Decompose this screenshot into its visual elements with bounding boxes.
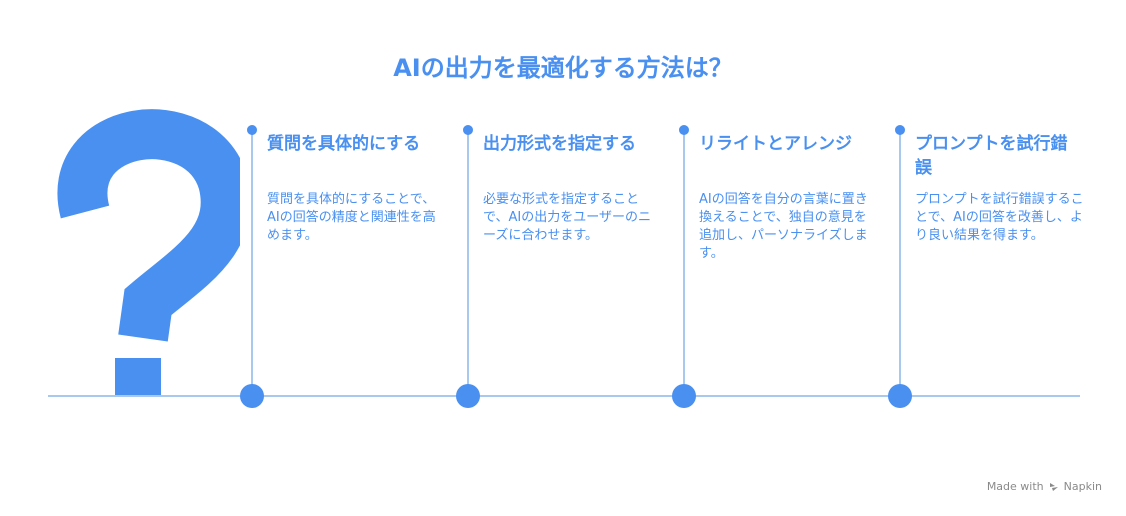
step-marker-bottom — [888, 384, 912, 408]
step-connector — [899, 132, 901, 395]
timeline-baseline — [48, 395, 1080, 397]
step-title: 出力形式を指定する — [483, 134, 636, 154]
step-marker-bottom — [672, 384, 696, 408]
step-description: AIの回答を自分の言葉に置き換えることで、独自の意見を追加し、パーソナライズしま… — [699, 192, 868, 261]
step-description: プロンプトを試行錯誤することで、AIの回答を改善し、より良い結果を得ます。 — [915, 192, 1084, 243]
step-marker-top — [679, 125, 689, 135]
napkin-watermark[interactable]: Made with Napkin — [987, 480, 1102, 493]
step-connector — [467, 132, 469, 395]
question-mark-icon — [57, 109, 240, 396]
step-marker-top — [463, 125, 473, 135]
watermark-made-with: Made with — [986, 480, 1044, 493]
page-title: AIの出力を最適化する方法は？ — [393, 54, 733, 82]
step-description: 質問を具体的にすることで、AIの回答の精度と関連性を高めます。 — [267, 192, 436, 243]
step-title: リライトとアレンジ — [699, 134, 852, 154]
step-marker-top — [895, 125, 905, 135]
step-description: 必要な形式を指定することで、AIの出力をユーザーのニーズに合わせます。 — [483, 192, 651, 243]
step-marker-top — [247, 125, 257, 135]
napkin-logo-icon — [1049, 482, 1058, 491]
step-title: プロンプトを試行錯誤 — [915, 134, 1068, 178]
step-connector — [251, 132, 253, 395]
step-connector — [683, 132, 685, 395]
step-title: 質問を具体的にする — [267, 134, 421, 154]
watermark-brand: Napkin — [1063, 480, 1102, 493]
step-marker-bottom — [240, 384, 264, 408]
step-marker-bottom — [456, 384, 480, 408]
